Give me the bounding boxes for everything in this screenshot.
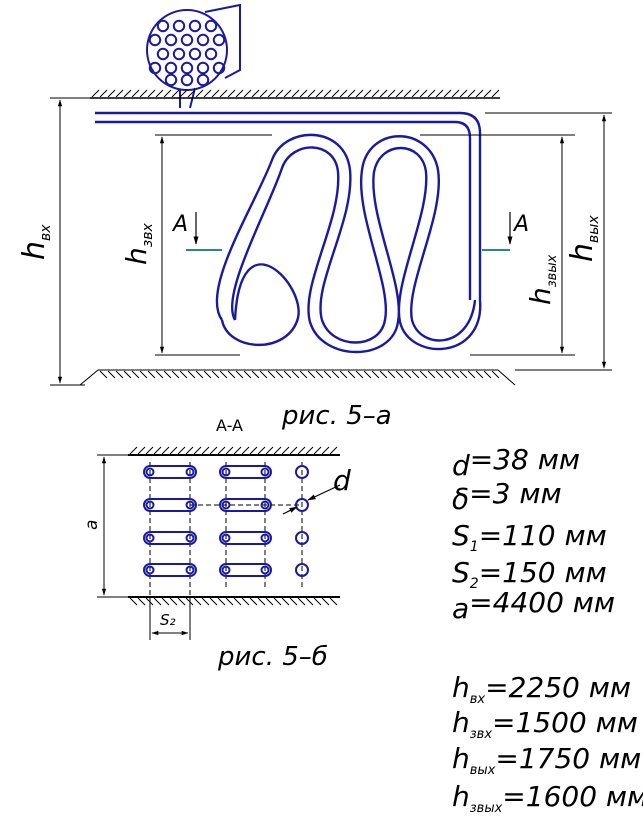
top-surface [90,89,500,99]
dim-d-label: d [333,464,351,497]
dimension-s2: S₂ [149,600,191,640]
dim-a-label: a [82,520,102,530]
dim-h-out-main: h [565,243,600,262]
caption-5b: рис. 5–б [217,642,328,672]
param-s1: S1=110 мм [452,519,607,555]
dim-h-coil-in-main: h [120,247,153,265]
svg-text:hвх: hвх [17,224,54,260]
drum [146,3,241,109]
section-marker-right: A [482,212,529,251]
param-delta: δ=3 мм [452,477,562,516]
parameters-list: d=38 мм δ=3 мм S1=110 мм S2=150 мм a=440… [452,443,615,625]
svg-text:hзвх: hзвх [120,223,156,265]
dim-h-coil-out-main: h [524,287,557,305]
dim-h-out-sub: вых [586,215,602,243]
dimension-h-coil-out: hзвых [420,134,575,356]
section-letter-left: A [171,212,188,237]
bottom-surface [79,369,516,386]
caption-5a: рис. 5–а [281,401,392,431]
dimension-d: d [282,464,351,515]
serpentine-coil [215,133,482,354]
dim-h-coil-out-sub: звых [545,254,560,287]
dimension-h-out: hвых [485,112,612,371]
param-d: d=38 мм [452,443,580,482]
param-a: a=4400 мм [452,586,615,625]
svg-text:hвых: hвых [565,215,602,262]
dim-h-in-sub: вх [38,224,54,241]
section-top-wall [128,446,340,456]
dim-s2-label: S₂ [160,611,176,629]
svg-text:hзвых: hзвых [524,254,560,305]
height-h-out: hвых=1750 мм [452,742,641,778]
height-h-coil-out: hзвых=1600 мм [452,780,643,816]
dimension-a: a [82,454,130,598]
section-bottom-wall [128,596,340,606]
drum-tube-holes [148,19,226,87]
dimension-h-coil-in: hзвх [120,134,272,356]
figure-5a: A A hвх hзвх [17,3,612,431]
dimension-h-in: hвх [17,97,110,386]
param-s2: S2=150 мм [452,556,607,592]
height-h-in: hвх=2250 мм [452,671,631,707]
supply-pipes [95,111,482,300]
tube-rows [143,465,309,577]
dim-h-coil-in-sub: звх [140,223,156,248]
section-letter-right: A [512,212,529,237]
section-title: A-A [216,416,243,435]
height-h-coil-in: hзвх=1500 мм [452,706,638,742]
section-marker-left: A [171,212,222,251]
figure-5b: A-A a [82,416,351,672]
heights-list: hвх=2250 мм hзвх=1500 мм hвых=1750 мм hз… [452,671,643,816]
dim-h-in-main: h [17,241,52,260]
